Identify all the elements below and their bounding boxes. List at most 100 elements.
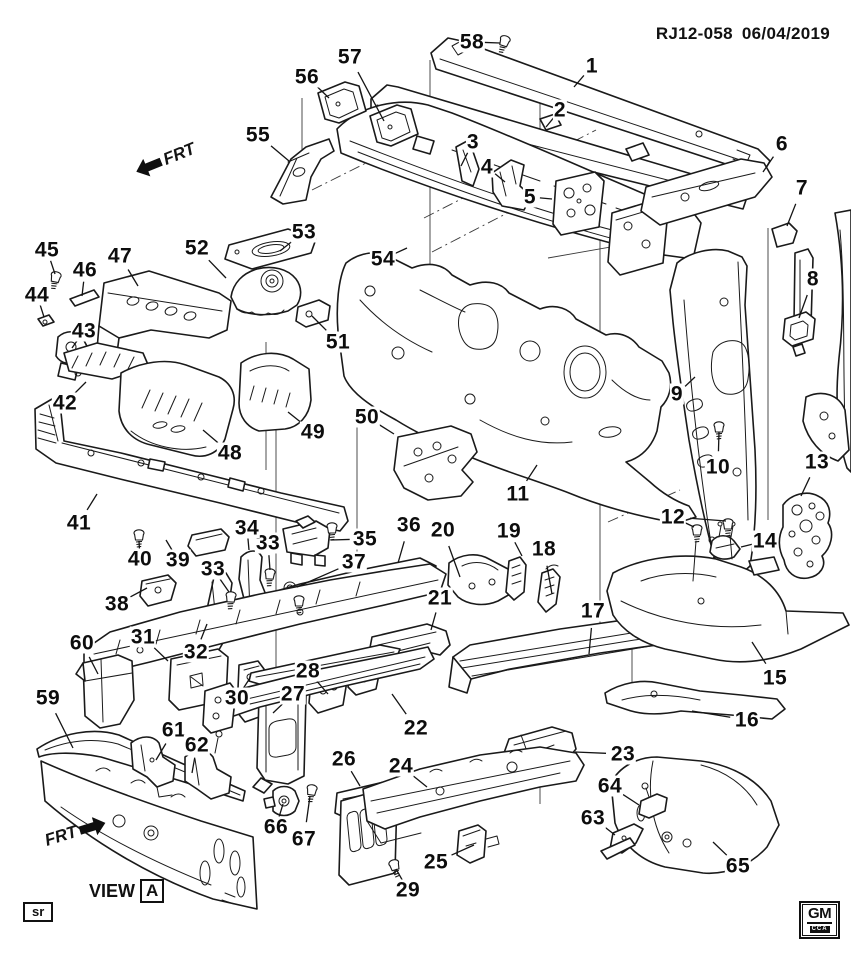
callout-67: 67 [290, 827, 318, 851]
callout-27: 27 [279, 682, 307, 706]
part-17-sill [448, 604, 771, 694]
part-24-rail-assembly [338, 746, 585, 886]
view-detail-label: VIEW A [89, 879, 165, 903]
part-57-grommet [369, 104, 419, 147]
callout-60: 60 [68, 631, 96, 655]
callout-6: 6 [774, 132, 790, 156]
part-1-upper-tie-bar [430, 37, 771, 176]
part-64-clip [638, 782, 668, 819]
callout-38: 38 [103, 592, 131, 616]
callout-41: 41 [65, 511, 93, 535]
callout-59: 59 [34, 686, 62, 710]
callout-43: 43 [70, 319, 98, 343]
callout-28: 28 [294, 659, 322, 683]
front-rail-assembly [83, 563, 447, 675]
part-21-rail [368, 623, 451, 664]
callout-5: 5 [522, 185, 538, 209]
callout-8: 8 [805, 267, 821, 291]
callout-42: 42 [51, 391, 79, 415]
callout-54: 54 [369, 247, 397, 271]
gm-logo: GM CCA [799, 901, 841, 939]
callout-50: 50 [353, 405, 381, 429]
callout-1: 1 [584, 54, 600, 78]
part-38-clip [139, 574, 177, 607]
callout-32: 32 [182, 640, 210, 664]
part-25-bracket [456, 824, 500, 864]
part-34-brace [238, 550, 269, 631]
callout-48: 48 [216, 441, 244, 465]
frt-arrow-left-icon [133, 153, 165, 181]
callout-19: 19 [495, 519, 523, 543]
view-label-text: VIEW [89, 880, 136, 901]
part-56-grommet [317, 81, 367, 124]
part-13-perforated-plate [778, 492, 833, 580]
callout-51: 51 [324, 330, 352, 354]
part-44-nut [37, 314, 55, 327]
callout-58: 58 [458, 30, 486, 54]
part-66-clip [263, 785, 300, 817]
part-47-rail [96, 270, 232, 354]
callout-36: 36 [395, 513, 423, 537]
callout-7: 7 [794, 176, 810, 200]
part-6-rail [640, 158, 773, 226]
callout-9: 9 [669, 382, 685, 406]
frt-label: FRT [42, 822, 80, 850]
callout-14: 14 [751, 529, 779, 553]
callout-20: 20 [429, 518, 457, 542]
frt-direction-marker-top: FRT [133, 139, 199, 181]
part-60-box-bracket [75, 654, 135, 729]
part-46-strip [69, 289, 100, 307]
callout-24: 24 [387, 754, 415, 778]
callout-31: 31 [129, 625, 157, 649]
artist-initials-box: sr [23, 902, 54, 922]
part-65-panel [610, 756, 780, 875]
callout-22: 22 [402, 716, 430, 740]
part-51-bracket [295, 299, 331, 328]
callout-21: 21 [426, 586, 454, 610]
body-side-edge [802, 209, 851, 473]
part-37-nut [283, 581, 297, 595]
callout-23: 23 [609, 742, 637, 766]
part-61-bracket [130, 736, 176, 798]
callout-65: 65 [724, 854, 752, 878]
callout-56: 56 [293, 65, 321, 89]
callout-2: 2 [552, 98, 568, 122]
callout-52: 52 [183, 236, 211, 260]
part-19-gusset [505, 556, 527, 601]
view-detail-letter: A [140, 879, 165, 903]
callout-44: 44 [23, 283, 51, 307]
document-date: 06/04/2019 [741, 24, 830, 43]
callout-15: 15 [761, 666, 789, 690]
part-55-bracket [270, 138, 335, 205]
callout-16: 16 [733, 708, 761, 732]
callout-29: 29 [394, 878, 422, 902]
part-35-mount [282, 515, 331, 567]
callout-11: 11 [505, 482, 531, 506]
part-52-dome [230, 266, 302, 316]
callout-33: 33 [254, 531, 282, 555]
callout-37: 37 [340, 550, 368, 574]
part-54-cowl-panel [336, 101, 702, 260]
part-20-bracket [447, 554, 517, 606]
callout-3: 3 [465, 130, 481, 154]
callout-66: 66 [262, 815, 290, 839]
callout-30: 30 [223, 686, 251, 710]
callout-34: 34 [233, 516, 261, 540]
callout-35: 35 [351, 527, 379, 551]
callout-25: 25 [422, 850, 450, 874]
callout-57: 57 [336, 45, 364, 69]
gm-logo-subtext: CCA [809, 926, 830, 933]
callout-10: 10 [704, 455, 732, 479]
part-14-clamp [709, 521, 741, 560]
callout-17: 17 [579, 599, 607, 623]
callout-12: 12 [659, 505, 687, 529]
part-5-plate [552, 171, 605, 236]
callout-40: 40 [126, 547, 154, 571]
phantom-lines [265, 60, 769, 804]
part-42-bracket [63, 342, 150, 380]
part-26-rail [334, 778, 424, 822]
